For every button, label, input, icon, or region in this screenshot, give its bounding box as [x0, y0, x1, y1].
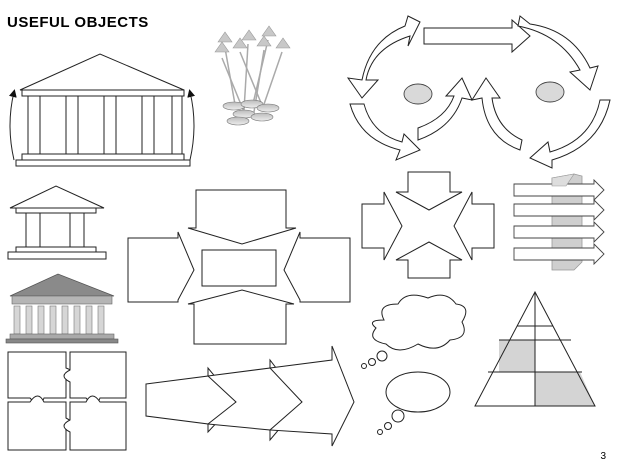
small-temple: [7, 185, 107, 260]
pyramid: [474, 290, 596, 407]
temple-with-curved-arrows: [8, 53, 196, 167]
growing-arrows: [145, 345, 355, 447]
upward-arrow-bundle: [214, 25, 291, 126]
stacked-arrow-list: [513, 173, 605, 271]
page-number: 3: [600, 451, 606, 462]
thought-bubbles: [361, 294, 467, 435]
converging-arrows-box: [127, 189, 351, 345]
jigsaw-puzzle: [7, 351, 127, 451]
double-cycle-arrows: [346, 15, 611, 169]
gray-classical-temple: [5, 273, 119, 344]
page-title: USEFUL OBJECTS: [7, 14, 149, 31]
four-arrows-cross: [361, 171, 495, 279]
